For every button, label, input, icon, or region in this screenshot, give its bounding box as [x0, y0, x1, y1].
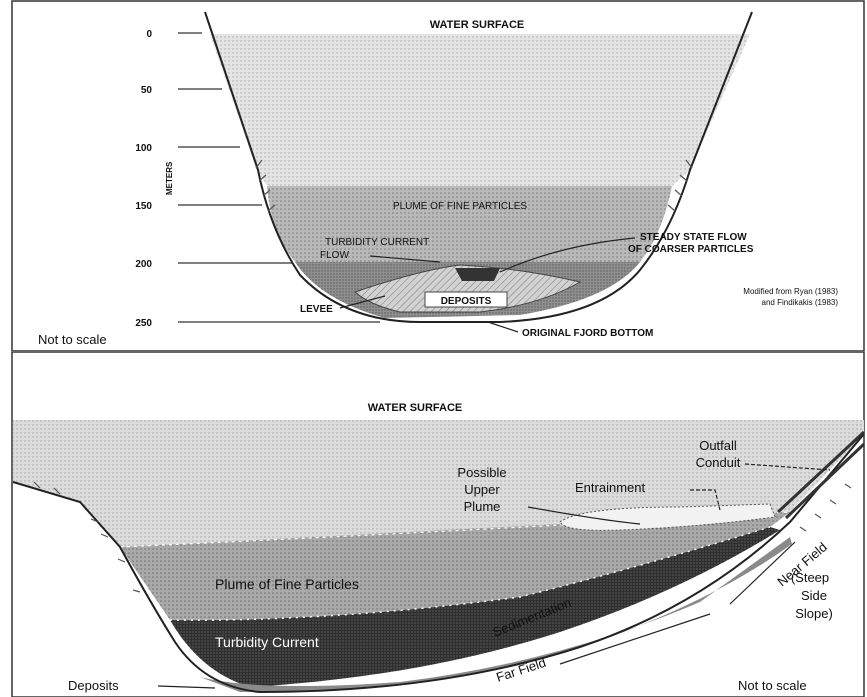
- plume-fine-particles-label: Plume of Fine Particles: [215, 576, 359, 592]
- turbidity-current-label: Turbidity Current: [215, 634, 319, 650]
- depth-tick-50: 50: [141, 85, 153, 96]
- deposits-label: DEPOSITS: [441, 296, 492, 307]
- turbidity-label-line2: FLOW: [320, 250, 349, 261]
- bottom-water-surface-label: WATER SURFACE: [368, 402, 463, 414]
- channel-deposit: [455, 268, 500, 281]
- steady-flow-label-line2: OF COARSER PARTICLES: [628, 244, 754, 255]
- steep-slope-line3: Slope): [795, 606, 833, 621]
- entrainment-label: Entrainment: [575, 480, 645, 495]
- water-column: [210, 34, 750, 186]
- outfall-label-line1: Outfall: [699, 438, 737, 453]
- credit-line1: Modified from Ryan (1983): [743, 287, 838, 296]
- top-water-surface-label: WATER SURFACE: [430, 19, 525, 31]
- outfall-label-line2: Conduit: [696, 455, 741, 470]
- deposits-label-bottom: Deposits: [68, 678, 119, 693]
- outfall-plume-diagram: WATER SURFACE Outfall Conduit Possible U…: [0, 352, 867, 697]
- possible-plume-line1: Possible: [457, 465, 506, 480]
- plume-label: PLUME OF FINE PARTICLES: [393, 201, 527, 212]
- steep-slope-line2: Side: [801, 588, 827, 603]
- depth-tick-200: 200: [135, 259, 152, 270]
- depth-tick-150: 150: [135, 201, 152, 212]
- depth-tick-0: 0: [146, 29, 152, 40]
- bottom-scale-note: Not to scale: [738, 678, 807, 693]
- depth-tick-100: 100: [135, 143, 152, 154]
- levee-label: LEVEE: [300, 304, 333, 315]
- turbidity-label-line1: TURBIDITY CURRENT: [325, 237, 429, 248]
- credit-line2: and Findikakis (1983): [762, 298, 839, 307]
- depth-tick-250: 250: [135, 318, 152, 329]
- steep-slope-line1: (Steep: [791, 570, 829, 585]
- possible-plume-line3: Plume: [464, 499, 501, 514]
- meters-axis-label: METERS: [165, 161, 174, 195]
- steady-flow-label-line1: STEADY STATE FLOW: [640, 232, 747, 243]
- original-bottom-label: ORIGINAL FJORD BOTTOM: [522, 328, 653, 339]
- top-scale-note: Not to scale: [38, 332, 107, 347]
- possible-plume-line2: Upper: [464, 482, 500, 497]
- fjord-cross-section-diagram: WATER SURFACE 0 50 100 150 200 250 METER…: [0, 0, 867, 352]
